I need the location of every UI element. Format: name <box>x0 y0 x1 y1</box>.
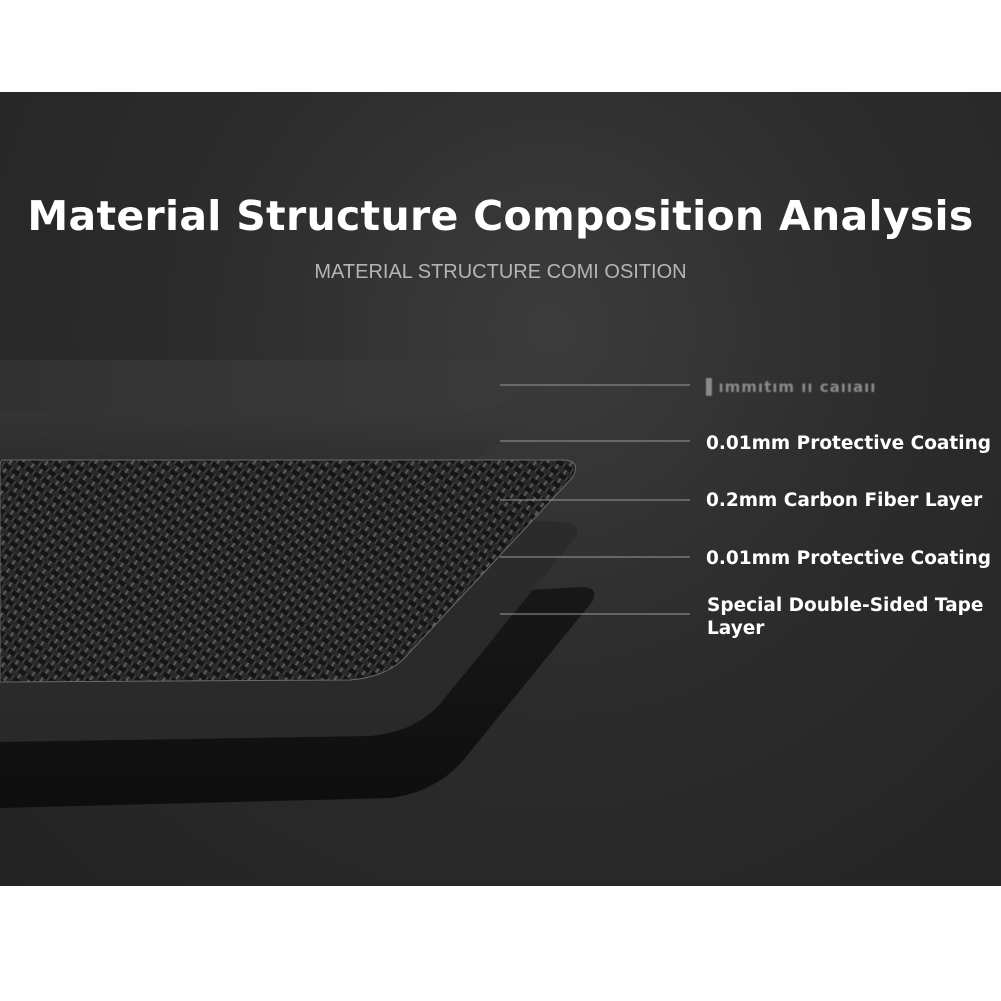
material-structure-panel: Material Structure Composition Analysis … <box>0 92 1001 886</box>
top-film-shape <box>0 360 550 412</box>
layer-stack-illustration <box>0 360 690 808</box>
page-subtitle: MATERIAL STRUCTURE COMI OSITION <box>314 261 687 283</box>
layer-label-protective-coating-1: 0.01mm Protective Coating <box>706 433 991 454</box>
layer-label-protective-coating-2: 0.01mm Protective Coating <box>706 548 991 569</box>
carbon-fiber-layer-shape <box>0 459 577 683</box>
upper-coating-shape <box>0 410 534 464</box>
layer-label-carbon-fiber: 0.2mm Carbon Fiber Layer <box>706 490 983 511</box>
page-title: Material Structure Composition Analysis <box>27 192 974 240</box>
layer-label-top-faded: ▌ımmıtım ıı caııaıı <box>706 378 877 396</box>
layer-label-double-sided-tape: Special Double-Sided Tape Layer <box>707 595 984 639</box>
